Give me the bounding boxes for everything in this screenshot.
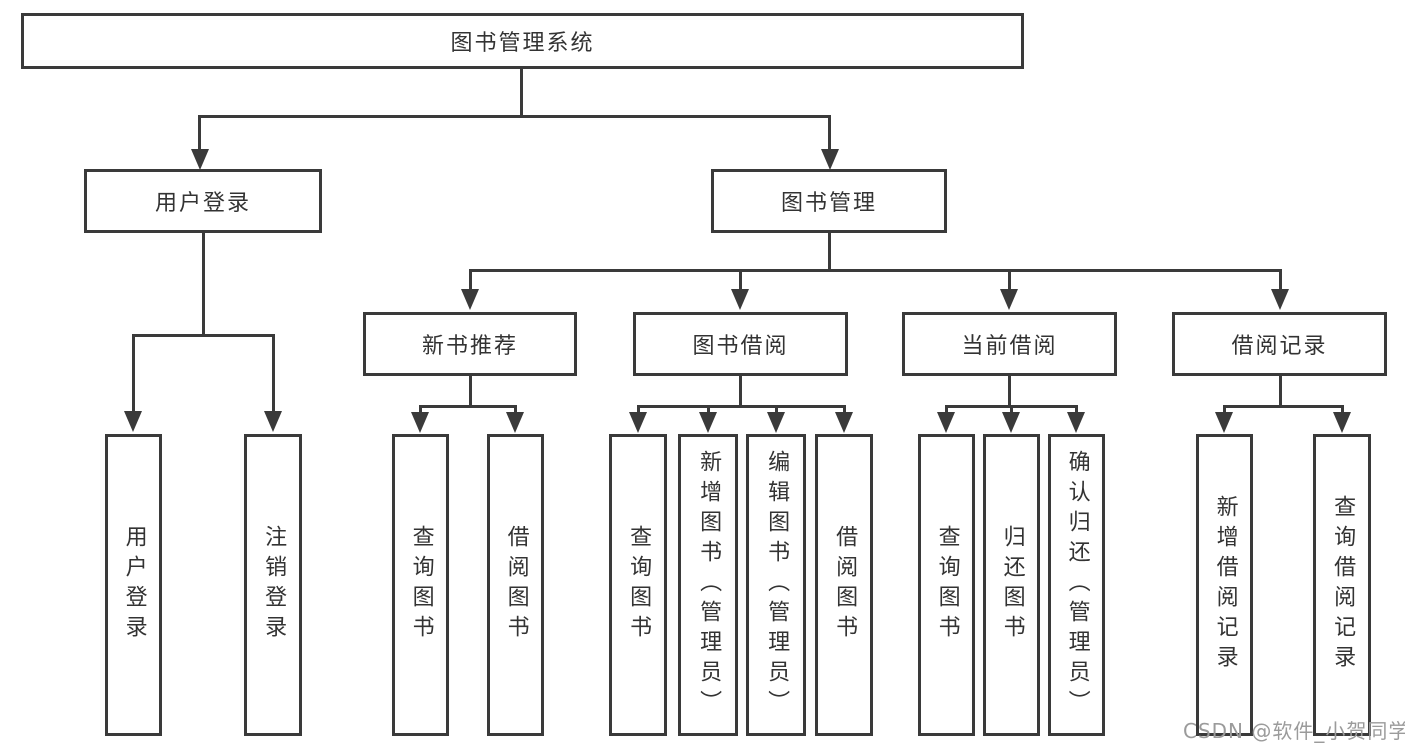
connector-user-login-stem: [202, 233, 205, 337]
connector-drop-cb-search: [945, 405, 948, 415]
node-borrowing-records: 借阅记录: [1172, 312, 1387, 376]
connector-level3-bar: [469, 269, 1282, 272]
connector-borrowing-records-stem: [1279, 376, 1282, 408]
leaf-edit-books-admin: 编辑图书（管理员）: [746, 434, 806, 736]
arrowhead-br-search: [1333, 412, 1351, 433]
connector-drop-nb-search: [419, 405, 422, 415]
leaf-user-login: 用户登录: [105, 434, 162, 736]
connector-drop-nb-borrow: [514, 405, 517, 415]
leaf-borrow-books-borrowing: 借阅图书: [815, 434, 873, 736]
connector-user-login-bar: [132, 334, 275, 337]
connector-drop-new-book: [469, 269, 472, 290]
connector-drop-book-borrowing: [739, 269, 742, 290]
connector-current-borrowing-stem: [1008, 376, 1011, 408]
connector-drop-leaf-user-login: [132, 334, 135, 412]
node-label: 新书推荐: [421, 334, 518, 359]
node-book-borrowing: 图书借阅: [633, 312, 848, 376]
arrowhead-bb-borrow: [835, 412, 853, 433]
arrowhead-current-borrowing: [1000, 289, 1018, 310]
arrowhead-bb-edit: [767, 412, 785, 433]
arrowhead-leaf-user-login: [124, 411, 142, 432]
node-label: 当前借阅: [961, 334, 1058, 359]
leaf-search-books-borrowing: 查询图书: [609, 434, 667, 736]
leaf-return-books: 归还图书: [983, 434, 1040, 736]
arrowhead-cb-search: [937, 412, 955, 433]
arrowhead-borrowing-records: [1271, 289, 1289, 310]
connector-drop-borrowing-records: [1279, 269, 1282, 290]
arrowhead-br-add: [1215, 412, 1233, 433]
leaf-search-books-recommend: 查询图书: [392, 434, 449, 736]
arrowhead-user-login: [191, 149, 209, 170]
connector-new-book-stem: [469, 376, 472, 408]
connector-book-borrowing-stem: [739, 376, 742, 408]
node-root-library-management-system: 图书管理系统: [21, 13, 1024, 69]
connector-drop-leaf-logout: [272, 334, 275, 412]
leaf-search-borrowing-record: 查询借阅记录: [1313, 434, 1371, 736]
connector-drop-current-borrowing: [1008, 269, 1011, 290]
leaf-borrow-books-recommend: 借阅图书: [487, 434, 544, 736]
connector-drop-br-add: [1223, 405, 1226, 415]
connector-borrowing-records-bar: [1223, 405, 1344, 408]
node-label: 图书借阅: [692, 334, 789, 359]
arrowhead-book-borrowing: [731, 289, 749, 310]
node-book-management: 图书管理: [711, 169, 947, 233]
leaf-search-books-current: 查询图书: [918, 434, 975, 736]
arrowhead-bb-search: [629, 412, 647, 433]
arrowhead-nb-borrow: [506, 412, 524, 433]
connector-new-book-bar: [419, 405, 517, 408]
connector-drop-user-login: [198, 115, 201, 151]
connector-drop-bb-edit: [775, 405, 778, 415]
arrowhead-nb-search: [411, 412, 429, 433]
node-label: 图书管理: [780, 191, 877, 216]
leaf-confirm-return-admin: 确认归还（管理员）: [1048, 434, 1105, 736]
connector-drop-book-management: [828, 115, 831, 151]
connector-drop-br-search: [1341, 405, 1344, 415]
node-label: 图书管理系统: [450, 31, 595, 56]
connector-level2-bar: [198, 115, 831, 118]
node-label: 用户登录: [154, 191, 251, 216]
node-user-login: 用户登录: [84, 169, 322, 233]
connector-drop-bb-search: [637, 405, 640, 415]
connector-book-borrowing-bar: [637, 405, 846, 408]
csdn-watermark: CSDN @软件_小贺同学: [1183, 719, 1405, 743]
node-new-book-recommendation: 新书推荐: [363, 312, 577, 376]
arrowhead-bb-add: [699, 412, 717, 433]
connector-book-management-stem: [828, 233, 831, 271]
leaf-add-books-admin: 新增图书（管理员）: [678, 434, 738, 736]
node-label: 借阅记录: [1231, 334, 1328, 359]
arrowhead-leaf-logout: [264, 411, 282, 432]
connector-drop-cb-return: [1010, 405, 1013, 415]
leaf-logout: 注销登录: [244, 434, 302, 736]
arrowhead-cb-return: [1002, 412, 1020, 433]
arrowhead-new-book: [461, 289, 479, 310]
arrowhead-cb-confirm: [1067, 412, 1085, 433]
leaf-add-borrowing-record: 新增借阅记录: [1196, 434, 1253, 736]
connector-root-stem: [520, 69, 523, 118]
node-current-borrowing: 当前借阅: [902, 312, 1117, 376]
connector-drop-bb-borrow: [843, 405, 846, 415]
connector-drop-bb-add: [707, 405, 710, 415]
arrowhead-book-management: [821, 149, 839, 170]
connector-drop-cb-confirm: [1075, 405, 1078, 415]
